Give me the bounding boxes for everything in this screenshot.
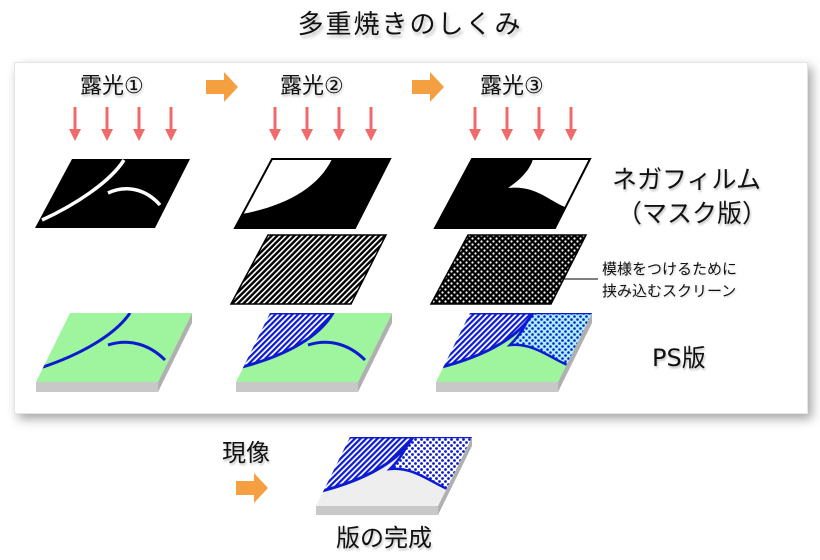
- light-arrows-1: [69, 107, 177, 141]
- negative-film-2: [233, 158, 392, 229]
- light-arrows-3: [469, 107, 577, 141]
- ps-plate-1: [36, 313, 192, 392]
- ps-plate-2: [236, 313, 392, 392]
- develop-arrow-icon: [236, 473, 268, 503]
- mask-plate-label: （マスク版）: [617, 199, 768, 228]
- dot-screen: [429, 234, 588, 305]
- screen-label-line2: 挟み込むスクリーン: [602, 282, 737, 300]
- ps-plate-label: PS版: [652, 344, 706, 372]
- diagram-title: 多重焼きのしくみ: [297, 10, 523, 40]
- finished-plate: [316, 437, 472, 515]
- develop-label: 現像: [222, 439, 270, 467]
- light-arrows-2: [269, 107, 377, 141]
- negative-film-label: ネガフィルム: [612, 165, 762, 194]
- orange-arrow-icon: [206, 72, 238, 102]
- orange-arrow-icon: [412, 72, 444, 102]
- exposure-label-3: 露光③: [480, 74, 544, 99]
- ps-plate-3: [436, 313, 592, 392]
- negative-film-1: [35, 159, 190, 228]
- negative-film-3: [433, 158, 592, 229]
- exposure-label-1: 露光①: [80, 74, 144, 99]
- complete-label: 版の完成: [336, 524, 432, 552]
- exposure-label-2: 露光②: [280, 74, 344, 99]
- line-screen: [229, 234, 388, 305]
- screen-label-line1: 模様をつけるために: [602, 260, 738, 278]
